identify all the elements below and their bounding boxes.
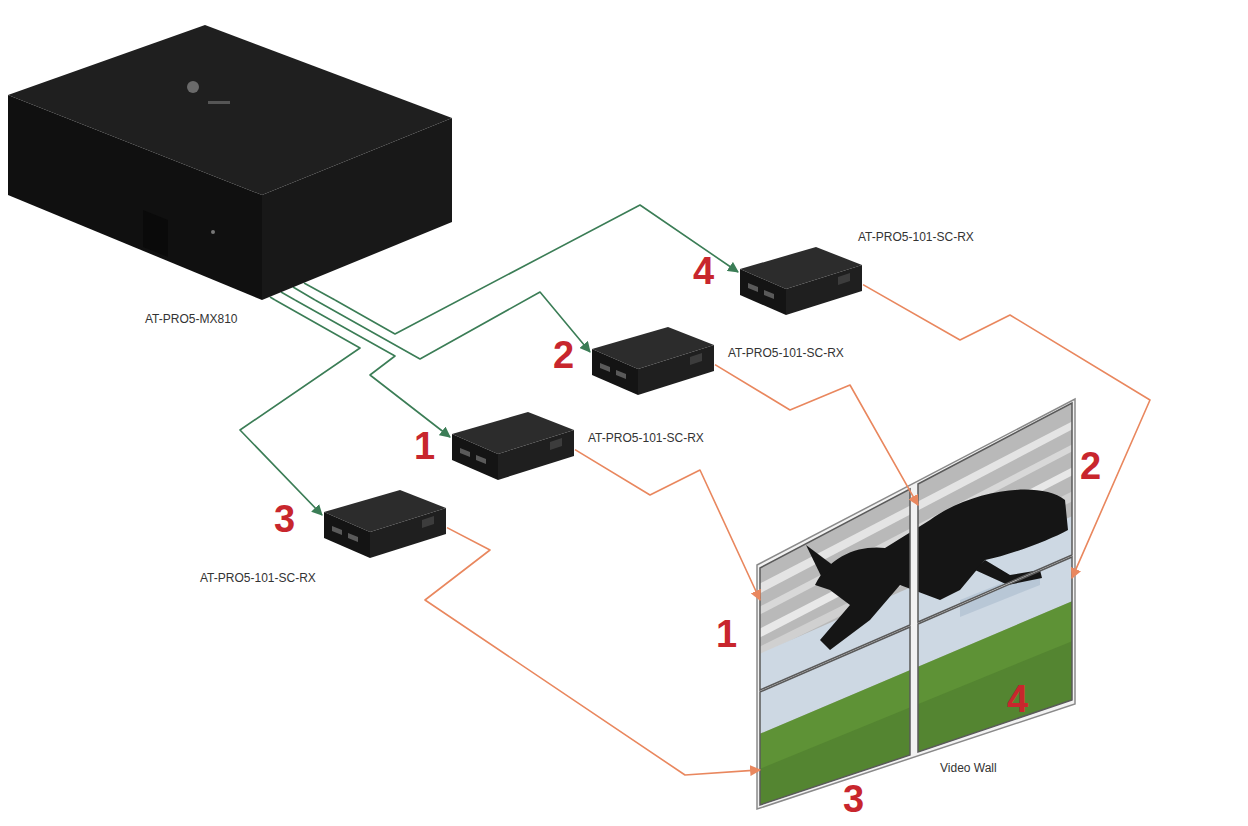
- device-face: [600, 363, 610, 372]
- device-face: [422, 516, 434, 528]
- wall-label: Video Wall: [940, 762, 997, 774]
- device-face: [332, 526, 342, 535]
- callout-number: 3: [274, 500, 295, 538]
- panel-frame: [760, 627, 910, 805]
- video-wall: Video Wall1234: [755, 398, 1077, 810]
- display-screen: 2: [918, 403, 1072, 622]
- dog-silhouette: [815, 490, 1068, 650]
- device-face: [690, 353, 702, 365]
- device-face: [452, 434, 498, 480]
- logo-mark: [187, 81, 199, 93]
- device-face: [476, 455, 486, 464]
- cable-stub: [270, 297, 275, 300]
- status-led: [211, 230, 215, 234]
- receiver-box-outline: [450, 410, 575, 482]
- receiver-box: AT-PRO5-101-SC-RX: [590, 325, 715, 397]
- device-face: [616, 370, 626, 379]
- receiver-box-outline: [590, 325, 715, 397]
- device-face: [550, 438, 562, 450]
- device-label: AT-PRO5-101-SC-RX: [200, 572, 316, 584]
- device-face: [592, 349, 638, 395]
- matrix-switcher-outline: [8, 25, 452, 300]
- screen-number: 1: [716, 615, 737, 653]
- device-face: [498, 430, 574, 480]
- callout-number: 1: [414, 427, 435, 465]
- display-screen-outline: [918, 403, 1072, 622]
- display-screen-outline: [918, 557, 1072, 752]
- picture-grass-shade: [757, 640, 1075, 815]
- callout-number: 4: [693, 252, 714, 290]
- device-label: AT-PRO5-101-SC-RX: [858, 231, 974, 243]
- receiver-box: AT-PRO5-101-SC-RX: [322, 488, 447, 560]
- device-face: [324, 512, 370, 558]
- panel-frame: [918, 557, 1072, 752]
- screen-number: 2: [1080, 447, 1101, 485]
- hdbaset-link: [240, 300, 360, 515]
- display-screen-outline: [760, 627, 910, 805]
- panel-frame: [757, 399, 1075, 809]
- receiver-box: AT-PRO5-101-SC-RX: [738, 245, 863, 317]
- device-face: [740, 269, 786, 315]
- cable-stub: [304, 283, 335, 300]
- hdbaset-link: [295, 300, 450, 437]
- receiver-box-outline: [322, 488, 447, 560]
- picture-background: [750, 395, 1080, 815]
- device-face: [262, 118, 452, 300]
- receiver-box: AT-PRO5-101-SC-RX: [450, 410, 575, 482]
- video-wall-outline: [755, 398, 1077, 810]
- hdmi-link: [863, 285, 1150, 578]
- callout-number: 2: [553, 336, 574, 374]
- wall-picture: [750, 395, 1080, 815]
- device-face: [638, 345, 714, 395]
- cable-stub: [281, 292, 295, 300]
- device-label: AT-PRO5-101-SC-RX: [728, 347, 844, 359]
- dog-ear: [806, 545, 834, 578]
- hdmi-link: [715, 365, 918, 506]
- receiver-box-outline: [738, 245, 863, 317]
- screen-number: 3: [843, 780, 864, 818]
- device-face: [748, 283, 758, 292]
- picture-grass: [757, 600, 1075, 815]
- hdmi-link: [575, 450, 760, 600]
- hdbaset-link: [335, 205, 738, 334]
- device-face: [764, 290, 774, 299]
- device-face: [143, 210, 168, 257]
- hdmi-link: [425, 528, 760, 775]
- hdbaset-link: [315, 292, 590, 359]
- device-face: [370, 508, 446, 558]
- device-face: [348, 533, 358, 542]
- cable-stub: [293, 287, 315, 300]
- device-face: [460, 448, 470, 457]
- screen-number: 4: [1007, 680, 1028, 718]
- device-face: [838, 273, 850, 285]
- device-face: [786, 265, 862, 315]
- device-label: AT-PRO5-MX810: [145, 313, 237, 325]
- display-screen: 4: [918, 557, 1072, 752]
- device-label: AT-PRO5-101-SC-RX: [588, 432, 704, 444]
- logo-mark: [208, 101, 230, 104]
- matrix-switcher: AT-PRO5-MX810: [8, 25, 452, 300]
- display-screen: 3: [760, 627, 910, 805]
- device-face: [8, 95, 262, 300]
- panel-frame: [918, 403, 1072, 622]
